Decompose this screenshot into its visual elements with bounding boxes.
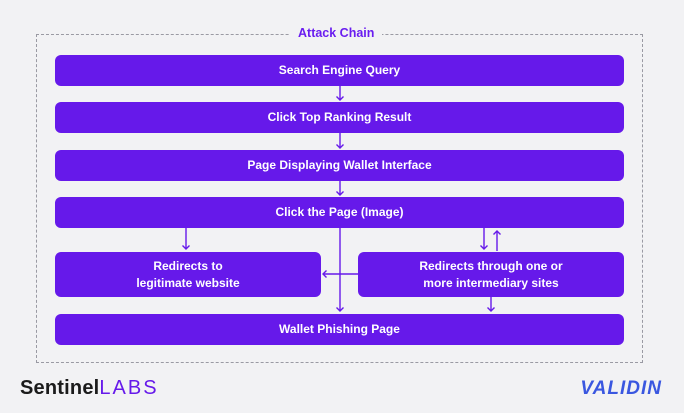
logo-sentinel-text: Sentinel — [20, 377, 100, 399]
step-click-page-image: Click the Page (Image) — [55, 197, 624, 228]
legit-line-2: legitimate website — [136, 275, 240, 290]
intermediary-line-1: Redirects through one or — [419, 258, 563, 273]
step-redirect-legitimate: Redirects to legitimate website — [55, 252, 321, 297]
step-redirect-intermediary: Redirects through one or more intermedia… — [358, 252, 624, 297]
step-click-top-result: Click Top Ranking Result — [55, 102, 624, 133]
frame-title: Attack Chain — [290, 26, 383, 40]
validin-logo: VALIDIN — [580, 378, 662, 399]
sentinel-labs-logo: SentinelLABS — [20, 377, 159, 400]
step-wallet-interface-page: Page Displaying Wallet Interface — [55, 150, 624, 181]
legit-line-1: Redirects to — [153, 258, 223, 273]
logo-labs-text: LABS — [99, 377, 159, 399]
step-search-engine-query: Search Engine Query — [55, 55, 624, 86]
intermediary-line-2: more intermediary sites — [423, 275, 559, 290]
step-wallet-phishing-page: Wallet Phishing Page — [55, 314, 624, 345]
